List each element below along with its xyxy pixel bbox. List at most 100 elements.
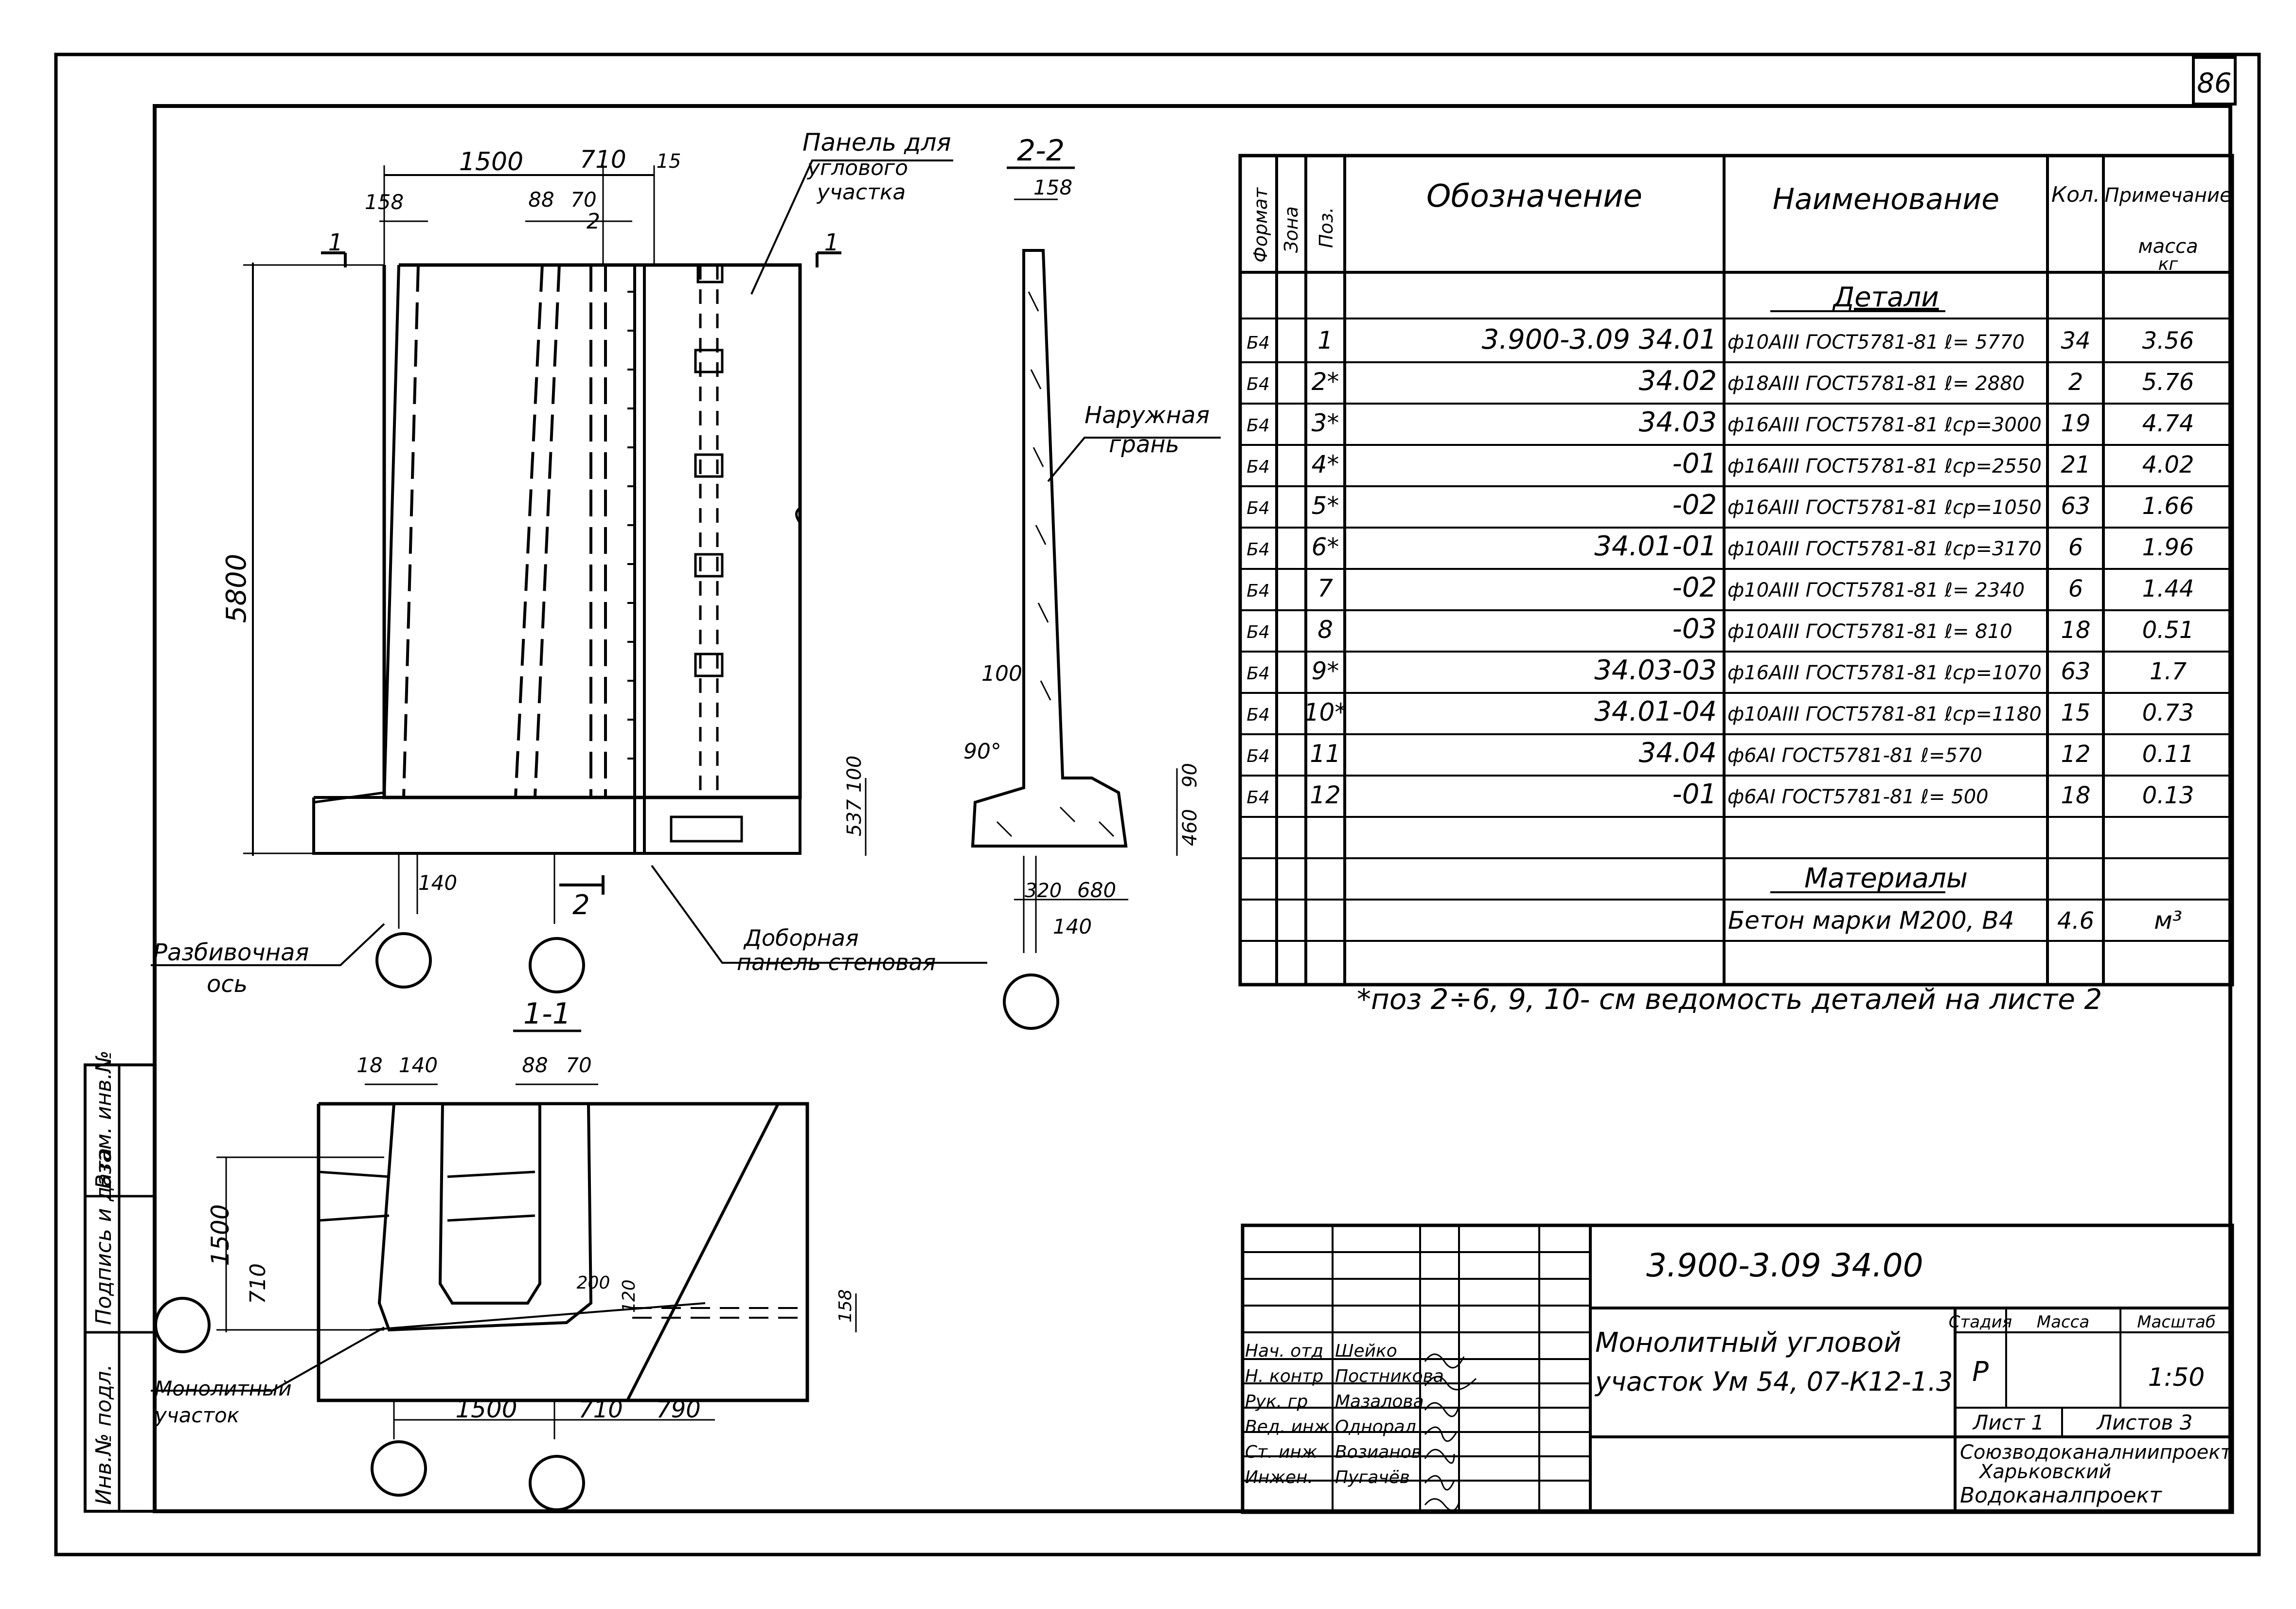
org-name-1: Союзводоканалниипроект [1960, 1441, 2232, 1464]
cell-qty: 34 [2061, 327, 2090, 354]
cell-designation: 3.900-3.09 34.01 [1482, 324, 1717, 355]
outer-face-label-1: Наружная [1085, 402, 1210, 429]
cell-name: ф10АIII ГОСТ5781-81 ℓ= 5770 [1727, 331, 2025, 354]
cell-note: 5.76 [2142, 369, 2194, 396]
cell-pos: 10* [1304, 698, 1347, 726]
cell-note: 0.11 [2142, 741, 2194, 768]
cell-name: ф16АIII ГОСТ5781-81 ℓср=1050 [1727, 496, 2042, 519]
person-name: Мазалова [1335, 1392, 1424, 1412]
cell-qty: 12 [2061, 741, 2090, 768]
header-zone: Зона [1281, 206, 1302, 253]
monolithic-label-1: Монолитный [155, 1377, 292, 1400]
sheet-number-box [2192, 56, 2237, 106]
cell-designation: -01 [1673, 778, 1717, 810]
axis-bubble [154, 1297, 211, 1353]
person-role: Инжен. [1245, 1468, 1313, 1487]
corner-panel-label-1: Панель для [802, 128, 951, 157]
dim-5800: 5800 [221, 554, 252, 623]
cell-designation: 34.03-03 [1594, 654, 1717, 686]
dim-1-1-88: 88 [522, 1053, 548, 1077]
dim-2-2-90deg: 90° [963, 739, 1001, 764]
person-role: Вед. инж [1245, 1417, 1330, 1437]
dim-2-2-90: 90 [1179, 763, 1201, 788]
drawing-title-1: Монолитный угловой [1595, 1327, 1902, 1359]
cell-qty: 6 [2068, 575, 2083, 602]
dim-1-1-1500: 1500 [455, 1395, 517, 1423]
side-stamp: Инв.№ подл. Подпись и дата Взам. инв.№ [84, 1050, 156, 1513]
person-name: Однорал [1335, 1417, 1416, 1437]
corner-panel-label-3: участка [816, 180, 906, 205]
side-stamp-replace: Взам. инв.№ [91, 1050, 116, 1189]
cell-note: 1.7 [2150, 658, 2187, 685]
elevation-view: 1500 710 15 158 88 70 2 5800 140 1 1 2 [151, 145, 987, 993]
cell-name: ф10АIII ГОСТ5781-81 ℓ= 2340 [1727, 579, 2025, 601]
org-name-3: Водоканалпроект [1960, 1483, 2162, 1508]
cell-qty: 18 [2061, 617, 2090, 644]
dim-15: 15 [657, 150, 681, 173]
cell-name: ф16АIII ГОСТ5781-81 ℓср=2550 [1727, 455, 2042, 477]
stage-value: Р [1972, 1356, 1989, 1388]
extra-panel-label-1: Доборная [743, 925, 859, 951]
cell-designation: -02 [1673, 572, 1717, 603]
person-role: Ст. инж [1245, 1442, 1317, 1462]
cell-pos: 5* [1312, 492, 1339, 520]
axis-bubble [529, 1455, 585, 1511]
cell-designation: -02 [1673, 489, 1717, 521]
scale-value: 1:50 [2148, 1363, 2205, 1392]
dim-1-1-70: 70 [566, 1053, 591, 1077]
dim-2-2-140: 140 [1053, 915, 1092, 938]
cell-note: 0.73 [2142, 699, 2194, 726]
cell-format: Б4 [1246, 333, 1270, 353]
section-2-2: 2-2 158 320 680 140 100 90° 537 100 90 4… [843, 134, 1221, 1030]
header-pos: Поз. [1316, 207, 1337, 248]
monolithic-label-2: участок [154, 1403, 240, 1427]
dim-2-2-460: 460 [1179, 809, 1201, 846]
axis-bubble [529, 937, 585, 993]
sheet-number: 86 [2197, 68, 2231, 99]
header-name: Наименование [1773, 182, 1999, 216]
section-details: Детали [1832, 282, 1939, 313]
cell-note: 0.51 [2142, 617, 2194, 644]
dim-2-2-680: 680 [1077, 878, 1116, 902]
cell-note: 3.56 [2142, 327, 2194, 354]
stage-label: Стадия [1949, 1312, 2012, 1332]
person-name: Шейко [1335, 1341, 1397, 1361]
cell-pos: 8 [1317, 616, 1333, 644]
header-note-kg: кг [2158, 254, 2179, 274]
dim-2-2-100: 100 [981, 661, 1022, 686]
cell-format: Б4 [1246, 622, 1270, 642]
person-role: Нач. отд [1245, 1341, 1323, 1361]
dim-88: 88 [528, 188, 554, 212]
cell-format: Б4 [1246, 746, 1270, 766]
layout-axis-label-1: Разбивочная [153, 939, 309, 966]
cell-name: ф6АI ГОСТ5781-81 ℓ= 500 [1727, 786, 1989, 808]
dim-2-2-158: 158 [1033, 176, 1072, 199]
cell-note: 1.66 [2142, 493, 2194, 520]
cell-note: 4.74 [2142, 410, 2194, 437]
cell-name: ф16АIII ГОСТ5781-81 ℓср=1070 [1727, 662, 2042, 684]
outer-frame [54, 53, 2261, 1556]
cell-pos: 2* [1312, 368, 1339, 396]
person-name: Постникова [1335, 1366, 1444, 1386]
axis-bubble [1003, 973, 1059, 1030]
cell-note: 1.96 [2142, 534, 2194, 561]
section-mark-1-left: 1 [328, 229, 343, 256]
cell-pos: 11 [1310, 740, 1341, 768]
material-unit: м³ [2154, 906, 2182, 935]
dim-2-2-100b: 100 [843, 756, 866, 793]
header-qty: Кол. [2051, 182, 2100, 207]
section-2-2-title: 2-2 [1017, 134, 1065, 168]
cell-designation: 34.01-04 [1594, 696, 1717, 727]
axis-bubble [375, 932, 432, 989]
drawing-code: 3.900-3.09 34.00 [1646, 1247, 1923, 1284]
dim-710: 710 [580, 145, 626, 174]
cell-note: 1.44 [2142, 575, 2194, 602]
section-1-1-title: 1-1 [523, 997, 571, 1031]
cell-format: Б4 [1246, 540, 1270, 560]
cell-pos: 9* [1312, 657, 1339, 685]
dim-1-1-710: 710 [578, 1396, 623, 1423]
cell-name: ф10АIII ГОСТ5781-81 ℓ= 810 [1727, 620, 2012, 643]
header-note-mass: масса [2138, 235, 2198, 258]
cell-qty: 19 [2061, 410, 2090, 437]
